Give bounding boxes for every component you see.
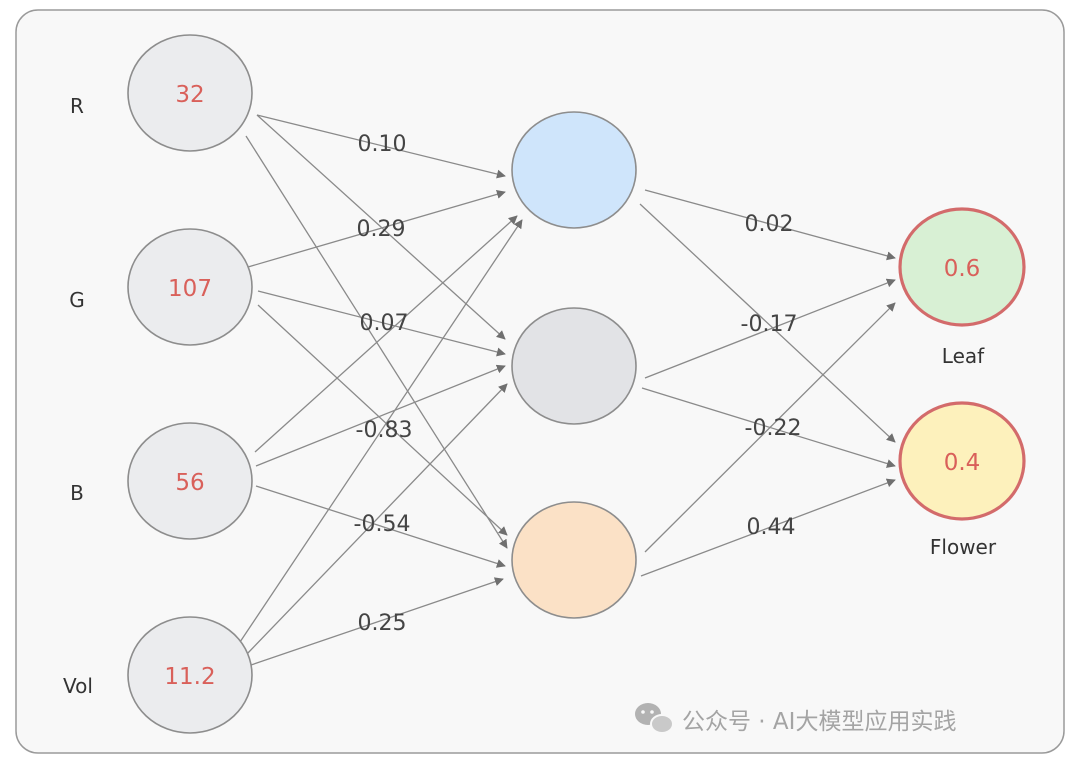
hidden-node-1: [511, 111, 637, 229]
output-value: 0.4: [944, 450, 981, 476]
connection-arrow: [639, 203, 896, 443]
connection-arrow: [255, 364, 506, 467]
output-circle: [898, 401, 1026, 521]
weight-label: 0.25: [358, 611, 407, 636]
input-circle: [127, 422, 253, 540]
connection-arrow: [644, 302, 896, 553]
hidden-node-2: [511, 307, 637, 425]
input-circle: [127, 228, 253, 346]
edges-layer: [239, 114, 896, 666]
weight-label: -0.54: [354, 512, 411, 537]
input-value: 32: [175, 82, 204, 108]
connection-arrow: [256, 114, 506, 179]
output-value: 0.6: [944, 256, 981, 282]
input-node-r: 32: [127, 34, 253, 152]
connection-arrow: [641, 387, 896, 468]
wechat-watermark: 公众号 · AI大模型应用实践: [635, 703, 956, 735]
output-label: Leaf: [942, 344, 985, 368]
input-node-g: 107: [127, 228, 253, 346]
connection-arrow: [250, 577, 504, 666]
weight-label: -0.83: [356, 418, 413, 443]
connection-arrow: [254, 215, 518, 453]
connection-arrow: [644, 278, 896, 379]
output-circle: [898, 207, 1026, 327]
input-label: Vol: [63, 674, 93, 698]
hidden-node-3: [511, 501, 637, 619]
wechat-icon: [635, 703, 674, 734]
connection-arrow: [247, 189, 506, 268]
connection-arrow: [257, 290, 506, 357]
connection-arrow: [257, 304, 508, 536]
input-label: G: [69, 288, 85, 312]
connection-arrow: [640, 478, 896, 577]
input-node-b: 56: [127, 422, 253, 540]
input-circle: [127, 34, 253, 152]
weight-label: 0.02: [745, 212, 794, 237]
weight-label: -0.22: [745, 416, 802, 441]
input-value: 11.2: [164, 664, 215, 690]
connection-arrow: [245, 383, 508, 656]
watermark-text: 公众号 · AI大模型应用实践: [682, 709, 956, 735]
connection-arrow: [255, 485, 506, 568]
input-label: R: [70, 94, 84, 118]
connection-arrow: [239, 219, 523, 643]
weight-label: 0.29: [357, 217, 406, 242]
weight-label: 0.44: [747, 515, 796, 540]
input-value: 56: [175, 470, 204, 496]
input-node-vol: 11.2: [127, 616, 253, 734]
output-node-flower: 0.4: [898, 401, 1026, 521]
weight-label: 0.07: [360, 311, 409, 336]
connection-arrow: [644, 189, 896, 261]
weight-label: -0.17: [741, 312, 798, 337]
input-value: 107: [168, 276, 212, 302]
output-label: Flower: [930, 535, 997, 559]
output-node-leaf: 0.6: [898, 207, 1026, 327]
connection-arrow: [256, 114, 506, 340]
input-label: B: [70, 481, 84, 505]
weight-label: 0.10: [358, 132, 407, 157]
input-circle: [127, 616, 253, 734]
